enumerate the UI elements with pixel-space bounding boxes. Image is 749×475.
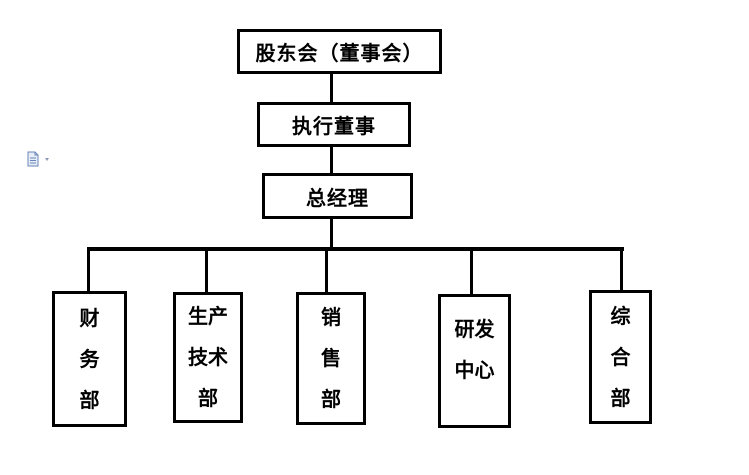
general-manager-box: 总经理 (262, 173, 413, 219)
shareholders-board-box: 股东会（董事会） (237, 29, 442, 74)
connector-dept-general (620, 247, 623, 292)
dept-box-general-affairs: 综 合 部 (589, 290, 652, 424)
general-manager-label: 总经理 (306, 185, 369, 210)
dept-box-finance: 财 务 部 (52, 291, 127, 427)
connector-manager-branch (330, 217, 333, 248)
executive-director-box: 执行董事 (257, 102, 411, 147)
connector-dept-sales (325, 247, 328, 294)
executive-director-label: 执行董事 (292, 114, 376, 138)
connector-dept-rd (470, 247, 473, 295)
dept-label-production-tech: 生产 技术 部 (188, 304, 228, 410)
connector-dept-production (205, 247, 208, 294)
shareholders-board-label: 股东会（董事会） (255, 41, 424, 65)
dept-label-rd-center: 研发 中心 (454, 317, 495, 382)
chevron-down-icon (45, 158, 49, 161)
connector-top-executive (330, 71, 333, 104)
dept-box-sales: 销 售 部 (296, 292, 366, 425)
connector-executive-manager (330, 145, 333, 175)
document-icon[interactable] (27, 151, 53, 167)
dept-label-general-affairs: 综 合 部 (610, 303, 631, 410)
dept-box-rd-center: 研发 中心 (438, 294, 511, 428)
connector-dept-finance (87, 247, 90, 293)
dept-box-production-tech: 生产 技术 部 (173, 292, 243, 423)
dept-label-sales: 销 售 部 (321, 305, 341, 411)
dept-label-finance: 财 务 部 (79, 305, 100, 412)
connector-horizontal-bus (87, 247, 624, 251)
